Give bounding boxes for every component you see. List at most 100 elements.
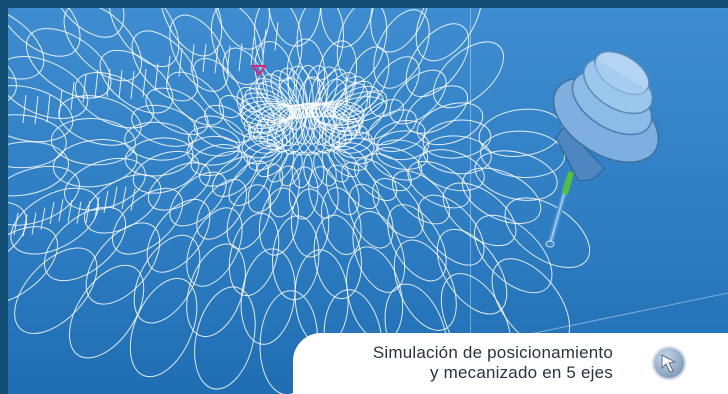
normal-vector: [238, 43, 243, 72]
caption-panel: Simulación de posicionamiento y mecaniza…: [293, 333, 728, 394]
toolpath-loop: [407, 160, 471, 209]
normal-vector: [76, 201, 82, 224]
simulation-viewport[interactable]: Simulación de posicionamiento y mecaniza…: [8, 8, 728, 394]
toolpath-loop: [332, 91, 384, 121]
toolpath-loop: [282, 103, 311, 155]
toolpath-loop: [240, 248, 296, 345]
toolpath-loop: [474, 150, 558, 201]
toolpath-loop: [25, 28, 112, 99]
toolpath-loop: [255, 77, 297, 120]
toolpath-loop: [372, 178, 424, 238]
normal-vector: [40, 207, 46, 230]
normal-vector: [190, 44, 195, 73]
arrow-glyph: [661, 354, 677, 373]
normal-vector: [94, 196, 100, 219]
toolpath-loop: [376, 130, 430, 161]
toolpath-loop: [133, 234, 201, 324]
toolpath-loop: [393, 239, 457, 331]
toolpath-loop: [169, 14, 229, 92]
toolpath-loop: [288, 166, 319, 220]
toolpath-loop: [99, 49, 174, 114]
cursor-arrow-icon[interactable]: [652, 346, 686, 380]
toolpath-loop: [218, 94, 262, 138]
toolpath-loop: [212, 156, 258, 197]
toolpath-loop: [417, 149, 485, 192]
normal-vector: [49, 201, 55, 225]
toolpath-loop: [247, 104, 297, 138]
toolpath-loop: [8, 8, 45, 80]
toolpath-loop: [159, 8, 223, 57]
toolpath-loop: [147, 162, 211, 211]
normal-vector: [22, 94, 27, 124]
toolpath-loop: [8, 85, 74, 143]
toolpath-loop: [405, 85, 469, 134]
toolpath-loop: [295, 102, 321, 156]
toolpath-normals: [13, 22, 279, 237]
toolpath-loop: [387, 204, 447, 282]
toolpath-loop: [422, 135, 492, 175]
toolpath-loop: [290, 188, 330, 258]
toolpath-loop: [478, 108, 564, 157]
toolpath-loop: [204, 104, 252, 143]
toolpath-loop: [268, 165, 300, 218]
toolpath-loop: [358, 99, 404, 140]
toolpath-loop: [308, 66, 338, 118]
toolpath-loop: [302, 65, 329, 118]
toolpath-loop: [8, 8, 81, 57]
toolpath-loop: [337, 137, 375, 159]
toolpath-loop: [241, 92, 293, 122]
toolpath-loop: [247, 163, 284, 213]
toolpath-loop: [267, 8, 322, 47]
toolpath-loop: [287, 65, 314, 119]
toolpath-loop: [461, 167, 542, 224]
toolpath-loop: [186, 135, 240, 166]
toolpath-loop: [8, 163, 12, 248]
normal-vector: [130, 70, 135, 100]
toolpath-loop: [405, 23, 470, 98]
normal-vector: [22, 214, 28, 237]
normal-vector: [121, 186, 127, 209]
normal-vector: [94, 69, 99, 98]
toolpath-loop: [14, 247, 98, 334]
toolpath-loop: [226, 184, 272, 250]
toolpath-loop: [68, 264, 145, 359]
normal-vector: [34, 96, 39, 125]
toolpath-loop: [321, 149, 349, 183]
normal-vector: [118, 70, 123, 99]
spindle-tool: [545, 50, 660, 248]
normal-vector: [142, 68, 147, 97]
toolpath-loop: [367, 109, 417, 146]
toolpath-loop: [371, 147, 423, 181]
toolpath-loop: [416, 102, 484, 146]
toolpath-loop: [193, 115, 245, 149]
toolpath-loop: [318, 72, 357, 118]
toolpath-loop: [169, 171, 227, 227]
toolpath-loop: [248, 145, 283, 171]
toolpath-loop: [442, 182, 517, 247]
toolpath-loop: [348, 183, 394, 249]
toolpath-loop: [64, 157, 146, 211]
toolpath-loop: [124, 137, 194, 177]
toolpath-loop: [166, 71, 224, 126]
toolpath-loop: [436, 228, 508, 315]
toolpath-loop: [295, 64, 321, 118]
toolpath-loop: [145, 87, 209, 136]
toolpath-loop: [279, 150, 303, 187]
wireframe-scene: [8, 8, 728, 394]
toolpath-loop: [256, 80, 291, 132]
toolpath-loop: [146, 198, 211, 273]
toolpath-loop: [196, 178, 247, 240]
toolpath-loop: [108, 8, 180, 68]
toolpath-loop: [10, 187, 100, 255]
toolpath-loop: [131, 30, 199, 102]
toolpath-loop: [74, 72, 155, 129]
toolpath-loop: [480, 130, 566, 178]
triangle-marker-icon: [251, 65, 267, 77]
toolpath-loop: [370, 8, 430, 53]
toolpath-loop: [8, 201, 28, 272]
toolpath-loop: [328, 148, 360, 178]
normal-vector: [262, 29, 267, 58]
normal-vector: [202, 43, 207, 72]
normal-vector: [250, 37, 255, 66]
toolpath-loop: [504, 197, 591, 268]
